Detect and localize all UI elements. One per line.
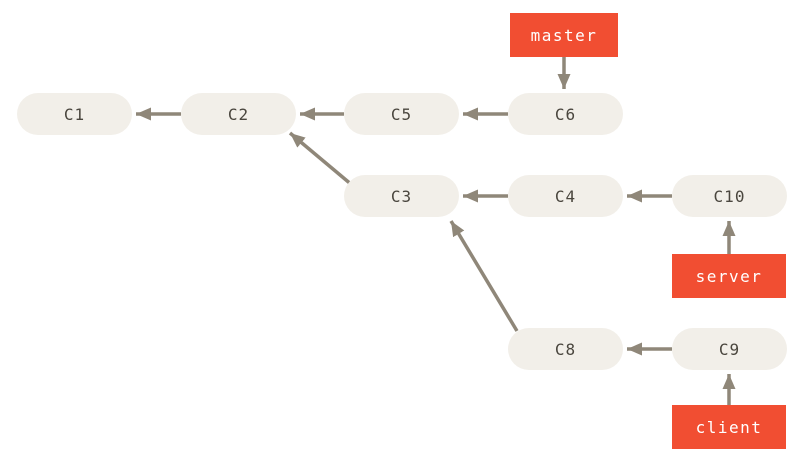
branch-label-server-label: server <box>695 266 763 286</box>
branch-label-client: client <box>672 405 786 449</box>
commit-node-c6: C6 <box>508 93 623 135</box>
commit-node-c3: C3 <box>344 175 459 217</box>
commit-node-c8: C8 <box>508 328 623 370</box>
branch-label-master-label: master <box>530 25 598 45</box>
branch-label-client-label: client <box>695 417 763 437</box>
commit-node-c10: C10 <box>672 175 787 217</box>
commit-node-c2: C2 <box>181 93 296 135</box>
commit-node-c3-label: C3 <box>390 186 413 206</box>
edge-c8-to-c3 <box>449 220 519 332</box>
commit-node-c6-label: C6 <box>554 104 577 124</box>
commit-node-c4-label: C4 <box>554 186 577 206</box>
branch-label-master: master <box>510 13 618 57</box>
commit-node-c2-label: C2 <box>227 104 250 124</box>
commit-node-c1-label: C1 <box>63 104 86 124</box>
branch-label-server: server <box>672 254 786 298</box>
commit-node-c9: C9 <box>672 328 787 370</box>
commit-node-c1: C1 <box>17 93 132 135</box>
commit-node-c9-label: C9 <box>718 339 741 359</box>
commit-node-c5-label: C5 <box>390 104 413 124</box>
commit-node-c10-label: C10 <box>713 186 746 206</box>
commit-node-c4: C4 <box>508 175 623 217</box>
commit-node-c5: C5 <box>344 93 459 135</box>
edge-c3-to-c2 <box>288 131 354 187</box>
commit-node-c8-label: C8 <box>554 339 577 359</box>
